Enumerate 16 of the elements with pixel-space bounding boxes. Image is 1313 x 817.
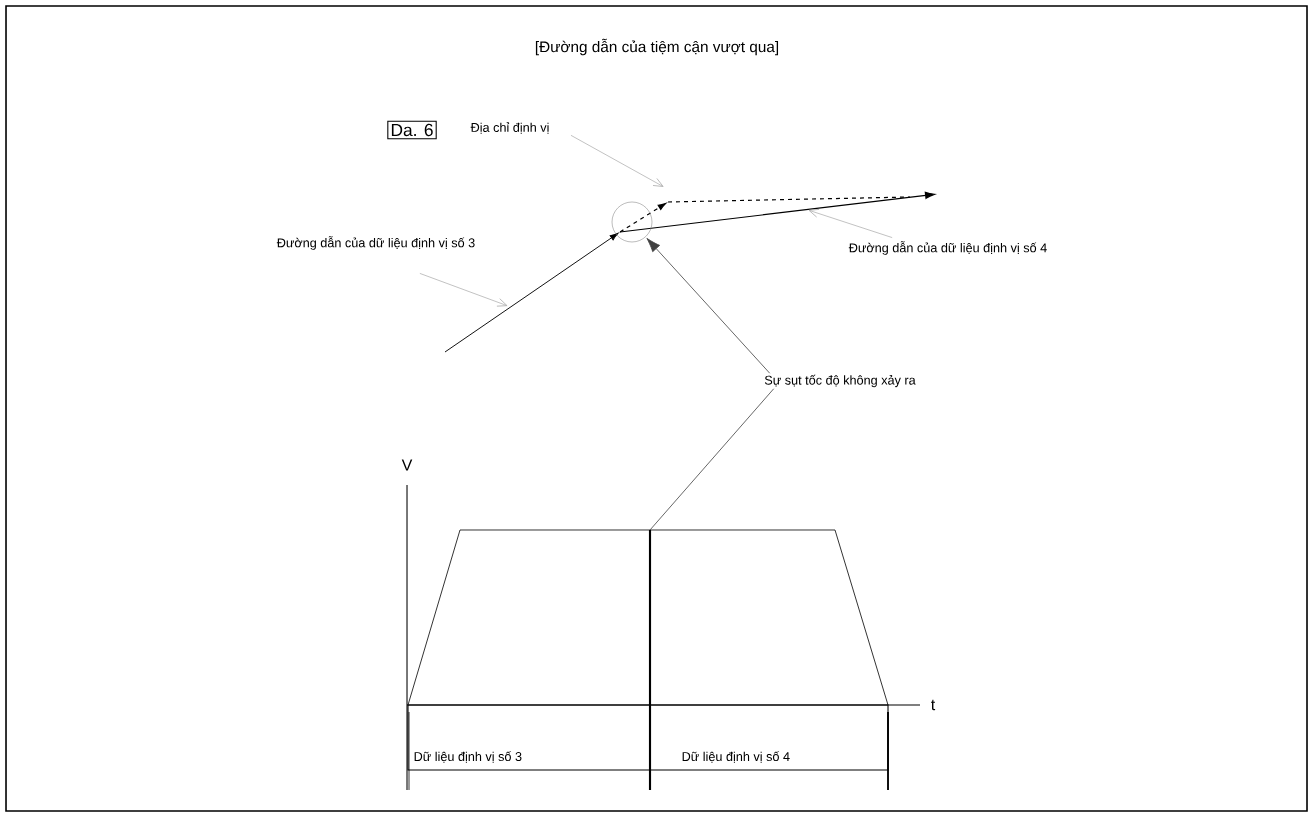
leader-line [570, 134, 664, 187]
leader-line [808, 209, 893, 238]
leader-line [419, 273, 508, 307]
axis-label: t [931, 699, 936, 711]
leader-line [649, 388, 775, 531]
table-cell: Dữ liệu định vị số 4 [649, 704, 889, 771]
callout-text: Sự sụt tốc độ không xảy ra [764, 374, 916, 388]
axis-label: V [401, 459, 413, 471]
table-cell: Dữ liệu định vị số 3 [407, 704, 651, 771]
title: [Đường dẫn của tiệm cận vượt qua] [535, 38, 779, 56]
circle-marker [611, 201, 653, 243]
callout-text: Địa chỉ định vị [470, 122, 549, 134]
label-box: Da. 6 [387, 120, 437, 140]
callout-text: Đường dẫn của dữ liệu định vị số 4 [848, 241, 1047, 255]
leader-line [646, 237, 771, 374]
callout-text: Đường dẫn của dữ liệu định vị số 3 [276, 236, 475, 250]
